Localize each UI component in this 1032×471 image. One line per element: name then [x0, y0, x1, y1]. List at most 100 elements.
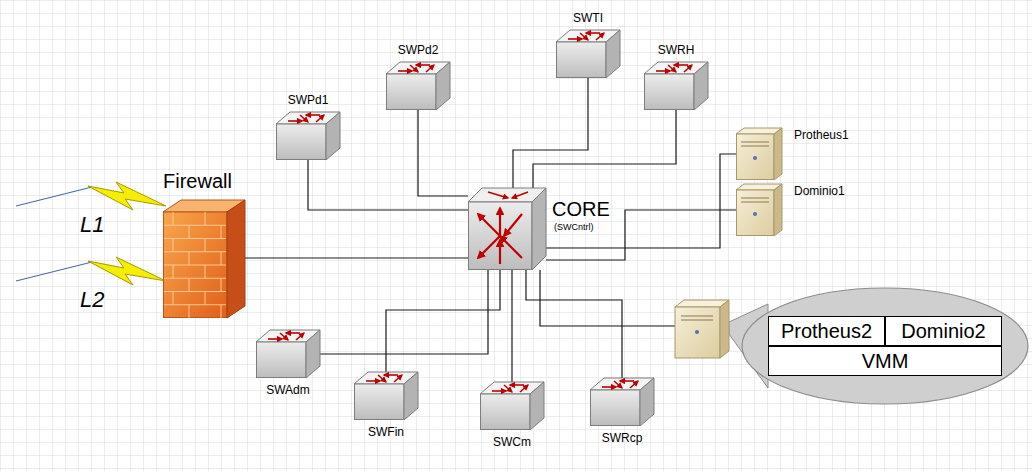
link-wire	[16, 262, 92, 281]
switch-arrow	[306, 114, 320, 116]
network-link	[533, 110, 676, 188]
switch-front	[591, 390, 641, 426]
switch-arrow	[520, 385, 528, 392]
firewall: Firewall	[163, 200, 245, 318]
label-holder: SWRcp	[602, 431, 643, 445]
switch-arrow	[286, 332, 300, 334]
server-led	[753, 156, 757, 160]
device-label: SWFin	[368, 425, 404, 439]
network-switch-icon	[386, 62, 450, 110]
server-led	[695, 330, 699, 334]
switch-arrow	[366, 380, 380, 382]
switch-side	[640, 378, 654, 426]
switch-side	[530, 382, 544, 430]
network-switch-icon	[480, 382, 544, 430]
server-side	[774, 184, 782, 236]
device-label: Dominio2	[901, 320, 985, 343]
label-holder: SWFin	[368, 425, 404, 439]
zoom-callout	[742, 288, 1028, 404]
label-holder: SWPd1	[288, 93, 329, 107]
vm-table-cell: Dominio2	[885, 316, 1002, 346]
link-label: L2	[80, 287, 104, 312]
wall-front	[164, 212, 228, 318]
server-slots	[741, 198, 769, 202]
switch-side	[436, 62, 450, 110]
switch-arrow	[378, 375, 386, 382]
device-label: SWCm	[493, 435, 531, 449]
network-switch-icon	[556, 30, 620, 78]
device-label: SWPd2	[398, 43, 439, 57]
network-switch: SWTI	[556, 30, 620, 78]
switch-front	[387, 74, 437, 110]
switch-arrow	[620, 380, 634, 382]
vm-table-cell: VMM	[768, 346, 1002, 376]
device-label: SWRH	[658, 43, 695, 57]
network-switch-icon	[256, 330, 320, 378]
network-switch: SWRcp	[590, 378, 654, 426]
core-switch: CORE(SWCntrl)	[468, 188, 546, 270]
server-front	[737, 190, 775, 236]
server-front	[675, 307, 720, 358]
label-holder: SWTI	[573, 11, 603, 25]
switch-arrow	[674, 64, 688, 66]
network-link	[546, 154, 736, 248]
switch-front	[481, 394, 531, 430]
server-front	[737, 134, 775, 180]
server-side	[720, 300, 729, 358]
switch-arrow	[268, 338, 282, 340]
label-holder: VMM	[769, 347, 1001, 375]
lightning-symbol	[88, 182, 166, 210]
switch-side	[606, 30, 620, 78]
link-label: L1	[80, 212, 104, 237]
label-holder: Dominio1	[794, 184, 845, 198]
switch-arrow	[426, 65, 434, 72]
switch-arrow	[596, 33, 604, 40]
switch-arrow	[614, 381, 622, 388]
switch-arrow	[316, 115, 324, 122]
switch-arrow	[668, 65, 676, 72]
network-link	[245, 257, 468, 258]
server-slots	[741, 142, 769, 146]
switch-arrow	[684, 65, 692, 72]
device-label: Protheus1	[794, 128, 849, 142]
switch-side	[306, 330, 320, 378]
core-arrow	[512, 192, 528, 198]
network-link	[418, 110, 468, 196]
switch-front	[277, 124, 327, 160]
core-arrow	[499, 240, 501, 264]
server-icon	[736, 184, 782, 236]
switch-arrow	[410, 65, 418, 72]
switch-front	[257, 342, 307, 378]
network-switch-icon	[590, 378, 654, 426]
network-link	[513, 78, 588, 188]
network-switch-icon	[354, 372, 418, 420]
link-wire	[16, 187, 92, 206]
switch-arrow	[602, 386, 616, 388]
core-arrow	[504, 214, 522, 236]
switch-arrow	[656, 70, 670, 72]
switch-arrow	[296, 333, 304, 340]
firewall-icon	[163, 200, 245, 318]
link-l1	[16, 182, 166, 210]
wall-bricks	[164, 212, 226, 318]
switch-arrow	[384, 374, 398, 376]
network-link	[526, 270, 622, 378]
switch-arrow	[580, 33, 588, 40]
switch-side	[694, 62, 708, 110]
label-holder: Protheus1	[794, 128, 849, 142]
network-link	[308, 160, 468, 210]
switch-arrow	[504, 385, 512, 392]
label-holder: Firewall	[163, 170, 232, 193]
core-front	[469, 202, 533, 270]
core-arrow	[478, 236, 500, 258]
switch-front	[645, 74, 695, 110]
server-side	[774, 128, 782, 180]
network-switch: SWFin	[354, 372, 418, 420]
server-wire	[540, 270, 675, 326]
core-arrow	[488, 192, 508, 198]
core-switch-icon	[468, 188, 546, 270]
label-holder: Protheus2	[769, 317, 884, 345]
network-link	[386, 270, 500, 372]
network-switch-icon	[644, 62, 708, 110]
